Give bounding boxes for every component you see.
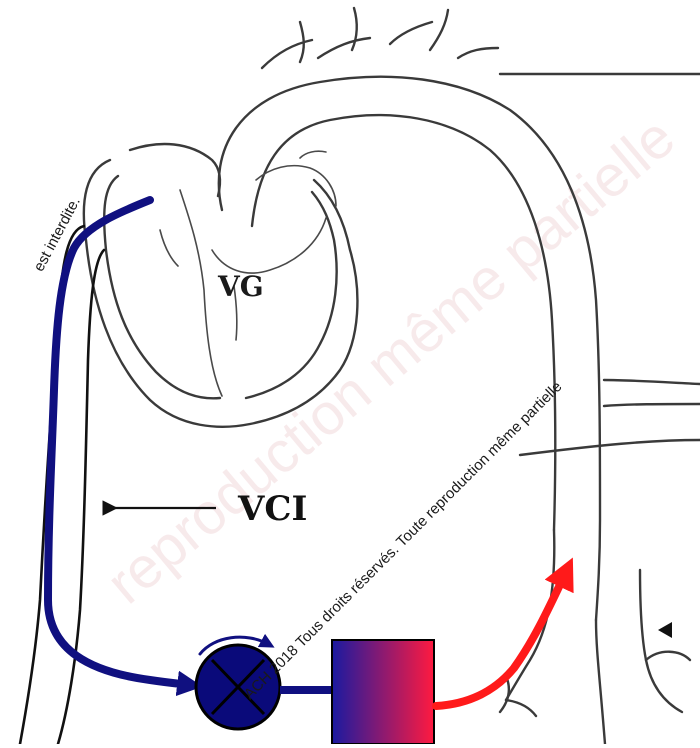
iliac-bifurcation bbox=[500, 530, 690, 744]
venous-line bbox=[48, 200, 190, 685]
small-arrow-icon bbox=[658, 622, 672, 638]
arterial-line bbox=[436, 572, 566, 706]
vg-label: VG bbox=[217, 270, 264, 303]
top-watermark: est interdite. bbox=[30, 194, 83, 274]
head-vessels bbox=[262, 8, 700, 74]
top-watermark-text: est interdite. bbox=[30, 194, 83, 274]
vci-label: VCI bbox=[237, 489, 307, 529]
oxygenator-box bbox=[332, 640, 434, 744]
